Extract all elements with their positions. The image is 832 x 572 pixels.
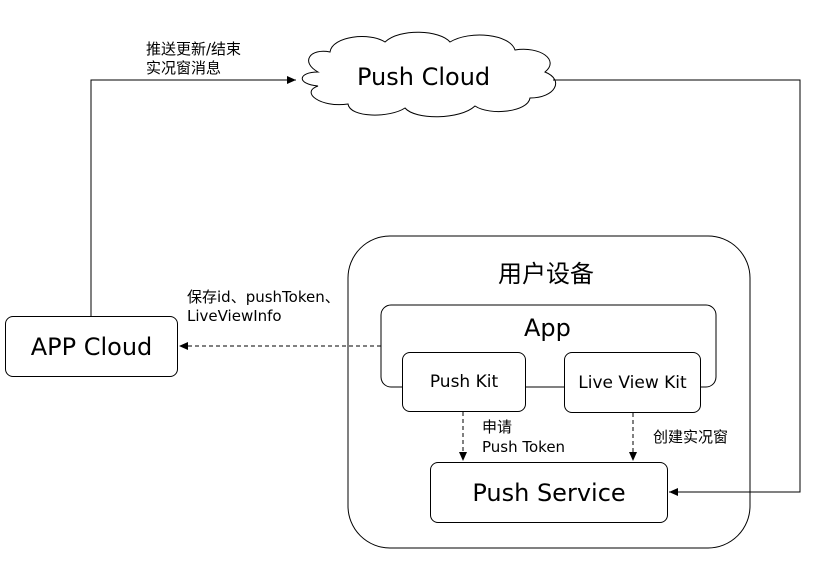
send-update-label-line1: 推送更新/结束 (146, 40, 242, 58)
push-kit-node: Push Kit (402, 352, 526, 412)
send-update-label-line2: 实况窗消息 (146, 59, 222, 77)
save-label-line2: LiveViewInfo (187, 307, 282, 325)
push-cloud-shape (301, 31, 557, 118)
apply-label-line2: Push Token (482, 438, 566, 456)
push-service-node: Push Service (430, 462, 668, 523)
live-view-kit-label: Live View Kit (578, 372, 687, 393)
edge-app-cloud-to-push-cloud (90, 76, 296, 316)
user-device-label: 用户设备 (498, 260, 594, 288)
app-label: App (524, 314, 571, 342)
save-label-line1: 保存id、pushToken、 (187, 288, 340, 306)
app-cloud-label: APP Cloud (30, 332, 153, 361)
push-kit-label: Push Kit (429, 372, 499, 392)
live-view-kit-node: Live View Kit (564, 352, 701, 413)
push-cloud-label: Push Cloud (357, 63, 491, 91)
create-live-window-label: 创建实况窗 (653, 428, 729, 446)
edge-push-cloud-to-push-service (553, 79, 801, 496)
push-service-label: Push Service (472, 478, 626, 507)
app-cloud-node: APP Cloud (5, 316, 178, 377)
apply-label-line1: 申请 (482, 418, 513, 436)
